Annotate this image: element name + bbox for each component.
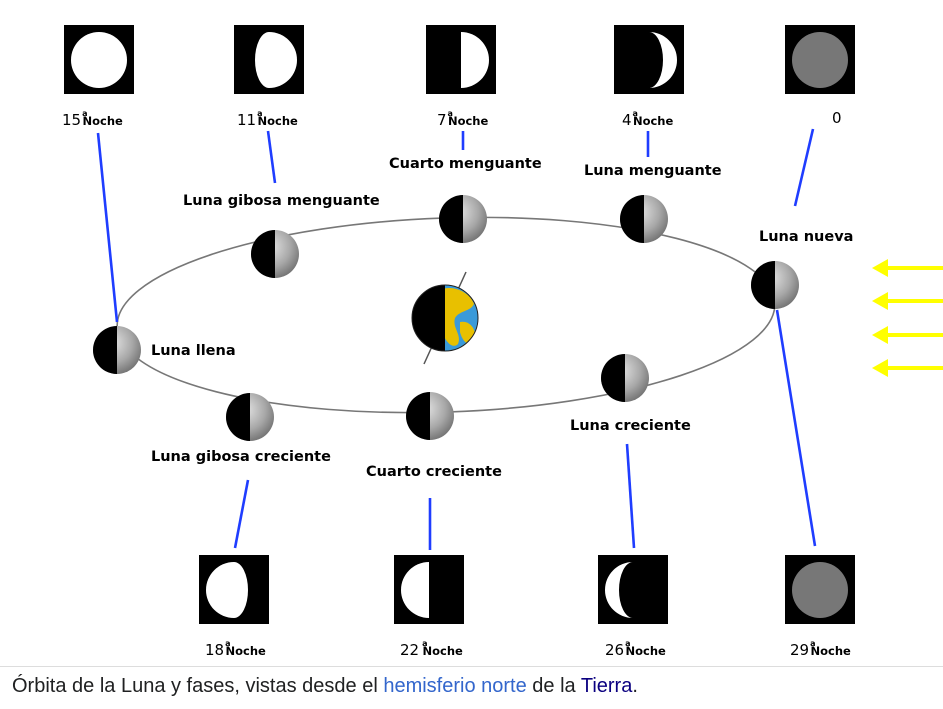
connector-line (625, 443, 636, 549)
connector-line (793, 128, 815, 207)
moon-waxing-crescent-orbit (601, 354, 649, 402)
sunlight-arrowhead (872, 292, 888, 310)
night-label-0: 0 (832, 109, 842, 127)
phase-icon-waning-crescent (614, 25, 684, 94)
moon-third-quarter-orbit (439, 195, 487, 243)
moon-waning-gibbous-orbit (251, 230, 299, 278)
phase-label-luna-gibosa-creciente: Luna gibosa creciente (151, 449, 331, 465)
sunlight-arrowhead (872, 326, 888, 344)
phase-icon-first-quarter (394, 555, 464, 624)
phase-icons-bottom (199, 555, 855, 624)
phase-icon-third-quarter (426, 25, 496, 94)
figure-caption: Órbita de la Luna y fases, vistas desde … (12, 675, 638, 698)
phase-label-luna-creciente: Luna creciente (570, 418, 691, 434)
phase-label-luna-llena: Luna llena (151, 343, 236, 359)
sunlight-arrowhead (872, 359, 888, 377)
connector-line (96, 132, 119, 323)
moon-waning-crescent-orbit (620, 195, 668, 243)
phase-icons-top (64, 25, 855, 94)
moon-waxing-gibbous-orbit (226, 393, 274, 441)
connector-line (233, 479, 250, 549)
phase-label-cuarto-creciente: Cuarto creciente (366, 464, 502, 480)
phase-icon-full-moon (64, 25, 134, 94)
caption-text-2: de la (526, 675, 581, 697)
phase-label-cuarto-menguante: Cuarto menguante (389, 156, 542, 172)
phase-icon-waxing-crescent (598, 555, 668, 624)
phase-label-luna-gibosa-menguante: Luna gibosa menguante (183, 193, 380, 209)
moon-first-quarter-orbit (406, 392, 454, 440)
connector-line (775, 309, 817, 547)
moon-new-orbit (751, 261, 799, 309)
link-tierra[interactable]: Tierra (580, 675, 633, 697)
earth-globe (411, 271, 479, 365)
moon-full-orbit (93, 326, 141, 374)
caption-divider (0, 666, 943, 667)
orbit-moons (93, 195, 799, 441)
phase-label-luna-menguante: Luna menguante (584, 163, 722, 179)
phase-icon-waning-gibbous (234, 25, 304, 94)
sunlight-arrows (872, 259, 943, 377)
connector-lines (96, 128, 817, 550)
caption-text-3: . (632, 675, 638, 697)
phase-icon-new-moon-end (785, 555, 855, 624)
phase-icon-new-moon (785, 25, 855, 94)
sunlight-arrowhead (872, 259, 888, 277)
phase-label-luna-nueva: Luna nueva (759, 229, 853, 245)
link-hemisferio-norte[interactable]: hemisferio norte (383, 675, 527, 697)
phase-icon-waxing-gibbous (199, 555, 269, 624)
connector-line (266, 130, 277, 184)
caption-text-1: Órbita de la Luna y fases, vistas desde … (12, 675, 384, 697)
